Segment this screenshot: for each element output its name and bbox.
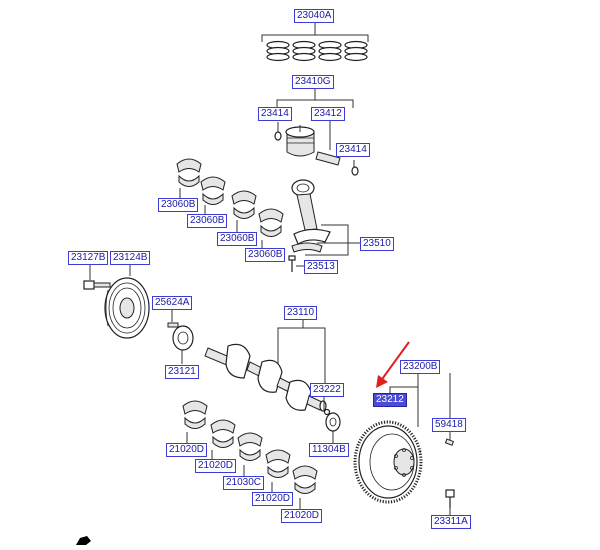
label-21030c[interactable]: 21030C bbox=[223, 476, 265, 490]
crankshaft-pulley-icon bbox=[104, 277, 150, 339]
label-23040a[interactable]: 23040A bbox=[294, 9, 335, 23]
thrust-washer-icon bbox=[325, 412, 341, 432]
label-23414-left[interactable]: 23414 bbox=[258, 107, 292, 121]
label-23414-right[interactable]: 23414 bbox=[336, 143, 370, 157]
label-23127b[interactable]: 23127B bbox=[68, 251, 109, 265]
label-23060b-4[interactable]: 23060B bbox=[245, 248, 286, 262]
label-59418[interactable]: 59418 bbox=[432, 418, 466, 432]
label-21020d-3[interactable]: 21020D bbox=[252, 492, 294, 506]
piston-rings-icon bbox=[261, 22, 369, 62]
crankshaft-icon bbox=[204, 343, 327, 412]
label-23222[interactable]: 23222 bbox=[310, 383, 344, 397]
label-23110[interactable]: 23110 bbox=[284, 306, 318, 320]
label-25624a[interactable]: 25624A bbox=[152, 296, 193, 310]
label-23060b-2[interactable]: 23060B bbox=[187, 214, 228, 228]
label-23124b[interactable]: 23124B bbox=[110, 251, 151, 265]
label-23060b-1[interactable]: 23060B bbox=[158, 198, 199, 212]
label-23060b-3[interactable]: 23060B bbox=[217, 232, 258, 246]
label-23121[interactable]: 23121 bbox=[165, 365, 199, 379]
piston-pin-icon bbox=[315, 151, 341, 166]
front-seal-icon bbox=[172, 325, 194, 351]
pulley-bolt-icon bbox=[83, 280, 111, 290]
arrow-icon bbox=[376, 341, 410, 388]
label-21020d-4[interactable]: 21020D bbox=[281, 509, 323, 523]
rod-bearing-icon bbox=[291, 242, 323, 253]
bearing-shell-icon bbox=[176, 158, 284, 237]
label-21020d-1[interactable]: 21020D bbox=[166, 443, 208, 457]
snap-ring-icon bbox=[351, 166, 359, 176]
corner-glyph-icon bbox=[76, 536, 91, 545]
label-23513[interactable]: 23513 bbox=[304, 260, 338, 274]
rod-bolt-icon bbox=[288, 255, 296, 272]
connecting-rod-icon bbox=[291, 179, 331, 245]
label-11304b[interactable]: 11304B bbox=[309, 443, 349, 457]
main-bearing-icon bbox=[182, 400, 318, 494]
flywheel-icon bbox=[353, 420, 423, 504]
dowel-icon bbox=[444, 438, 455, 446]
key-icon bbox=[167, 322, 179, 328]
label-23410g[interactable]: 23410G bbox=[292, 75, 334, 89]
flywheel-bolt-icon bbox=[445, 489, 455, 508]
pin-icon bbox=[323, 408, 331, 416]
label-23212[interactable]: 23212 bbox=[373, 393, 407, 407]
label-23200b[interactable]: 23200B bbox=[400, 360, 441, 374]
label-21020d-2[interactable]: 21020D bbox=[195, 459, 237, 473]
label-23510[interactable]: 23510 bbox=[360, 237, 394, 251]
snap-ring-icon bbox=[274, 131, 282, 141]
label-23412[interactable]: 23412 bbox=[311, 107, 345, 121]
label-23311a[interactable]: 23311A bbox=[431, 515, 471, 529]
